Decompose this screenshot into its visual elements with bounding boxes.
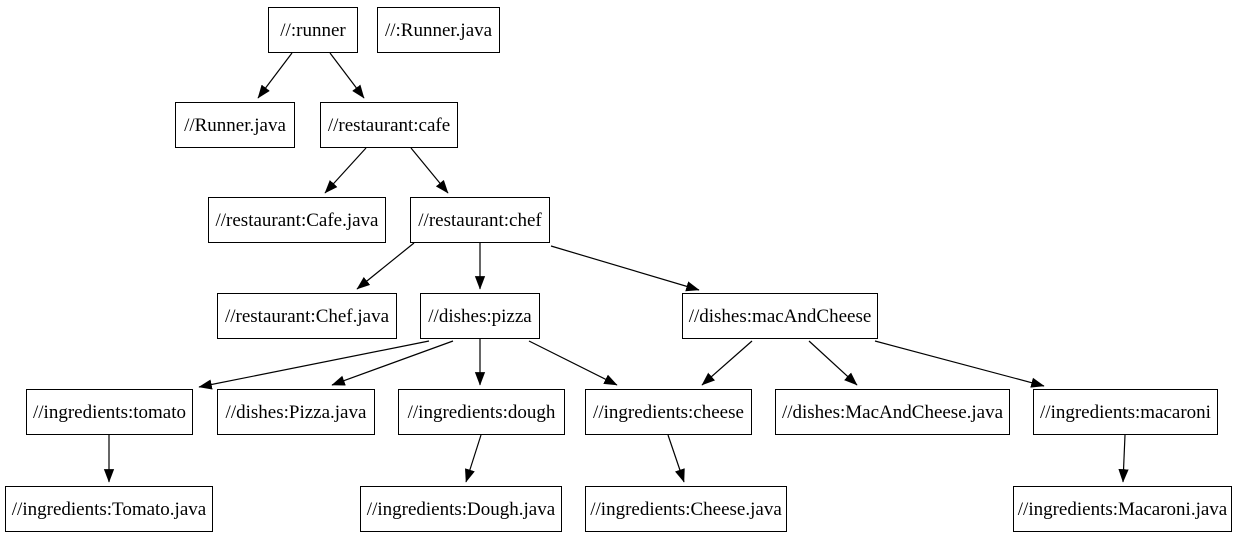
node-cheese-java: //ingredients:Cheese.java bbox=[585, 486, 787, 532]
node-tomato: //ingredients:tomato bbox=[26, 389, 193, 435]
edge-runner-to-cafe bbox=[329, 52, 365, 99]
edge-macaroni-to-macaroni-java bbox=[1118, 434, 1129, 483]
node-mac-and-cheese: //dishes:macAndCheese bbox=[682, 293, 878, 339]
node-runner: //:runner bbox=[268, 7, 358, 53]
node-pizza-java: //dishes:Pizza.java bbox=[217, 389, 375, 435]
node-chef-java: //restaurant:Chef.java bbox=[217, 293, 397, 339]
node-tomato-java: //ingredients:Tomato.java bbox=[5, 486, 213, 532]
node-mac-and-cheese-java: //dishes:MacAndCheese.java bbox=[775, 389, 1010, 435]
edge-mac-and-cheese-to-macaroni bbox=[874, 340, 1045, 388]
edge-pizza-to-tomato bbox=[198, 340, 430, 390]
node-runner-java: //Runner.java bbox=[175, 102, 295, 148]
edge-chef-to-chef-java bbox=[356, 242, 415, 290]
edge-mac-and-cheese-to-mac-and-cheese-java bbox=[808, 340, 858, 386]
edge-cafe-to-cafe-java bbox=[324, 147, 367, 194]
edge-runner-to-runner-java bbox=[257, 52, 293, 99]
edge-dough-to-dough-java bbox=[465, 434, 482, 483]
edge-cafe-to-chef bbox=[410, 147, 449, 194]
node-cheese: //ingredients:cheese bbox=[585, 389, 752, 435]
edge-cheese-to-cheese-java bbox=[667, 434, 685, 483]
edge-pizza-to-pizza-java bbox=[331, 340, 454, 386]
node-cafe-java: //restaurant:Cafe.java bbox=[208, 197, 386, 243]
node-macaroni-java: //ingredients:Macaroni.java bbox=[1013, 486, 1232, 532]
edge-chef-to-mac-and-cheese bbox=[550, 245, 700, 292]
node-pizza: //dishes:pizza bbox=[420, 293, 540, 339]
edge-mac-and-cheese-to-cheese bbox=[701, 340, 753, 386]
node-runner-java-top: //:Runner.java bbox=[377, 7, 500, 53]
node-dough-java: //ingredients:Dough.java bbox=[360, 486, 562, 532]
edge-pizza-to-cheese bbox=[528, 340, 618, 386]
node-cafe: //restaurant:cafe bbox=[320, 102, 458, 148]
node-chef: //restaurant:chef bbox=[410, 197, 550, 243]
node-macaroni: //ingredients:macaroni bbox=[1033, 389, 1218, 435]
node-dough: //ingredients:dough bbox=[398, 389, 565, 435]
